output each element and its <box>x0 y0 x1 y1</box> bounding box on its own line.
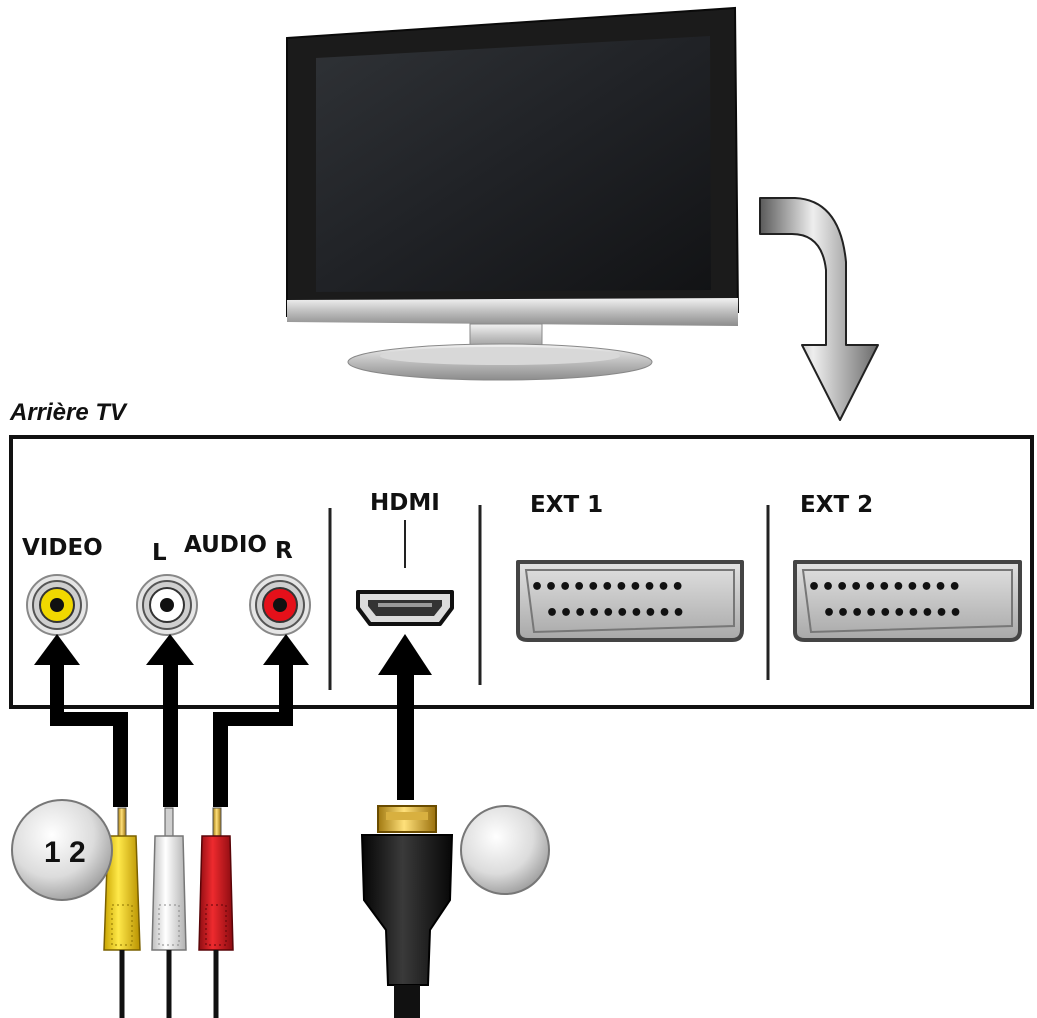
hdmi-connection-arrow <box>378 634 432 800</box>
audio-right-label: R <box>275 538 293 564</box>
rca-cable-icon <box>103 807 234 1018</box>
audio-label: AUDIO <box>184 532 267 558</box>
audio-left-label: L <box>152 540 167 566</box>
flat-tv-icon <box>286 6 740 381</box>
panel-title: Arrière TV <box>9 399 128 426</box>
scart-pins-icon: ••••••••••• <box>530 575 685 600</box>
step-badge-hdmi <box>460 805 550 895</box>
scart-port-ext1[interactable]: ••••••••••• •••••••••• <box>516 560 744 642</box>
curved-arrow-icon <box>759 197 879 421</box>
scart-port-ext2[interactable]: ••••••••••• •••••••••• <box>793 560 1022 642</box>
step-badge-rca-label: 1 2 <box>44 836 86 869</box>
scart-pins-icon: ••••••••••• <box>807 575 962 600</box>
rca-connection-arrows <box>34 634 309 807</box>
hdmi-cable-icon <box>360 805 454 1018</box>
hdmi-port[interactable] <box>356 590 454 626</box>
hdmi-label: HDMI <box>370 490 440 516</box>
audio-left-jack[interactable] <box>136 574 198 636</box>
scart-pins-icon: •••••••••• <box>822 601 963 626</box>
video-jack[interactable] <box>26 574 88 636</box>
scart-pins-icon: •••••••••• <box>545 601 686 626</box>
ext1-label: EXT 1 <box>530 492 603 518</box>
ext2-label: EXT 2 <box>800 492 873 518</box>
video-label: VIDEO <box>22 535 103 561</box>
step-badge-rca: 1 2 <box>11 799 113 901</box>
audio-right-jack[interactable] <box>249 574 311 636</box>
